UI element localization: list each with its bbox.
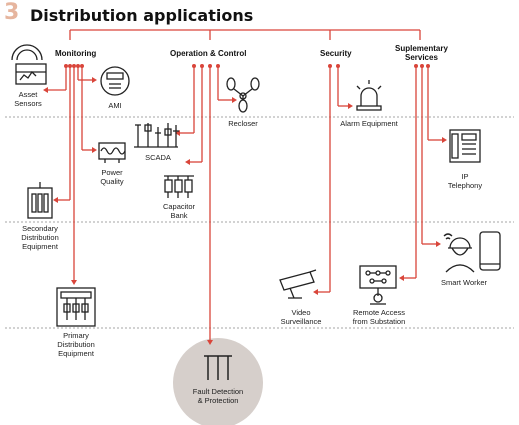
- ami-label: AMI: [108, 101, 122, 110]
- category-monitoring: Monitoring: [55, 49, 97, 58]
- smart-worker-label: Smart Worker: [440, 278, 488, 287]
- smart-worker-icon: [443, 231, 501, 273]
- alarm-equipment-label: Alarm Equipment: [340, 119, 398, 128]
- ami-meter-icon: [100, 66, 130, 96]
- fault-detection-label: Fault Detection& Protection: [192, 387, 244, 405]
- alarm-siren-icon: [356, 80, 382, 111]
- category-operation-control: Operation & Control: [170, 49, 247, 58]
- recloser-icon: [226, 77, 260, 113]
- category-security: Security: [320, 49, 352, 58]
- remote-access-icon: [359, 265, 397, 305]
- primary-distribution-icon: [56, 287, 96, 327]
- scada-icon: [134, 123, 179, 148]
- recloser-label: Recloser: [228, 119, 258, 128]
- ip-phone-icon: [449, 129, 481, 163]
- asset-sensors-icon: [11, 44, 47, 85]
- secondary-distribution-icon: [27, 182, 53, 219]
- power-quality-icon: [98, 142, 126, 163]
- capacitor-bank-icon: [164, 175, 194, 198]
- section-number: 3: [4, 0, 20, 25]
- fault-detection-icon: [204, 355, 232, 380]
- scada-label: SCADA: [145, 153, 171, 162]
- fault-detection-circle: [173, 338, 263, 425]
- video-camera-icon: [279, 269, 317, 299]
- page-title: Distribution applications: [30, 6, 254, 25]
